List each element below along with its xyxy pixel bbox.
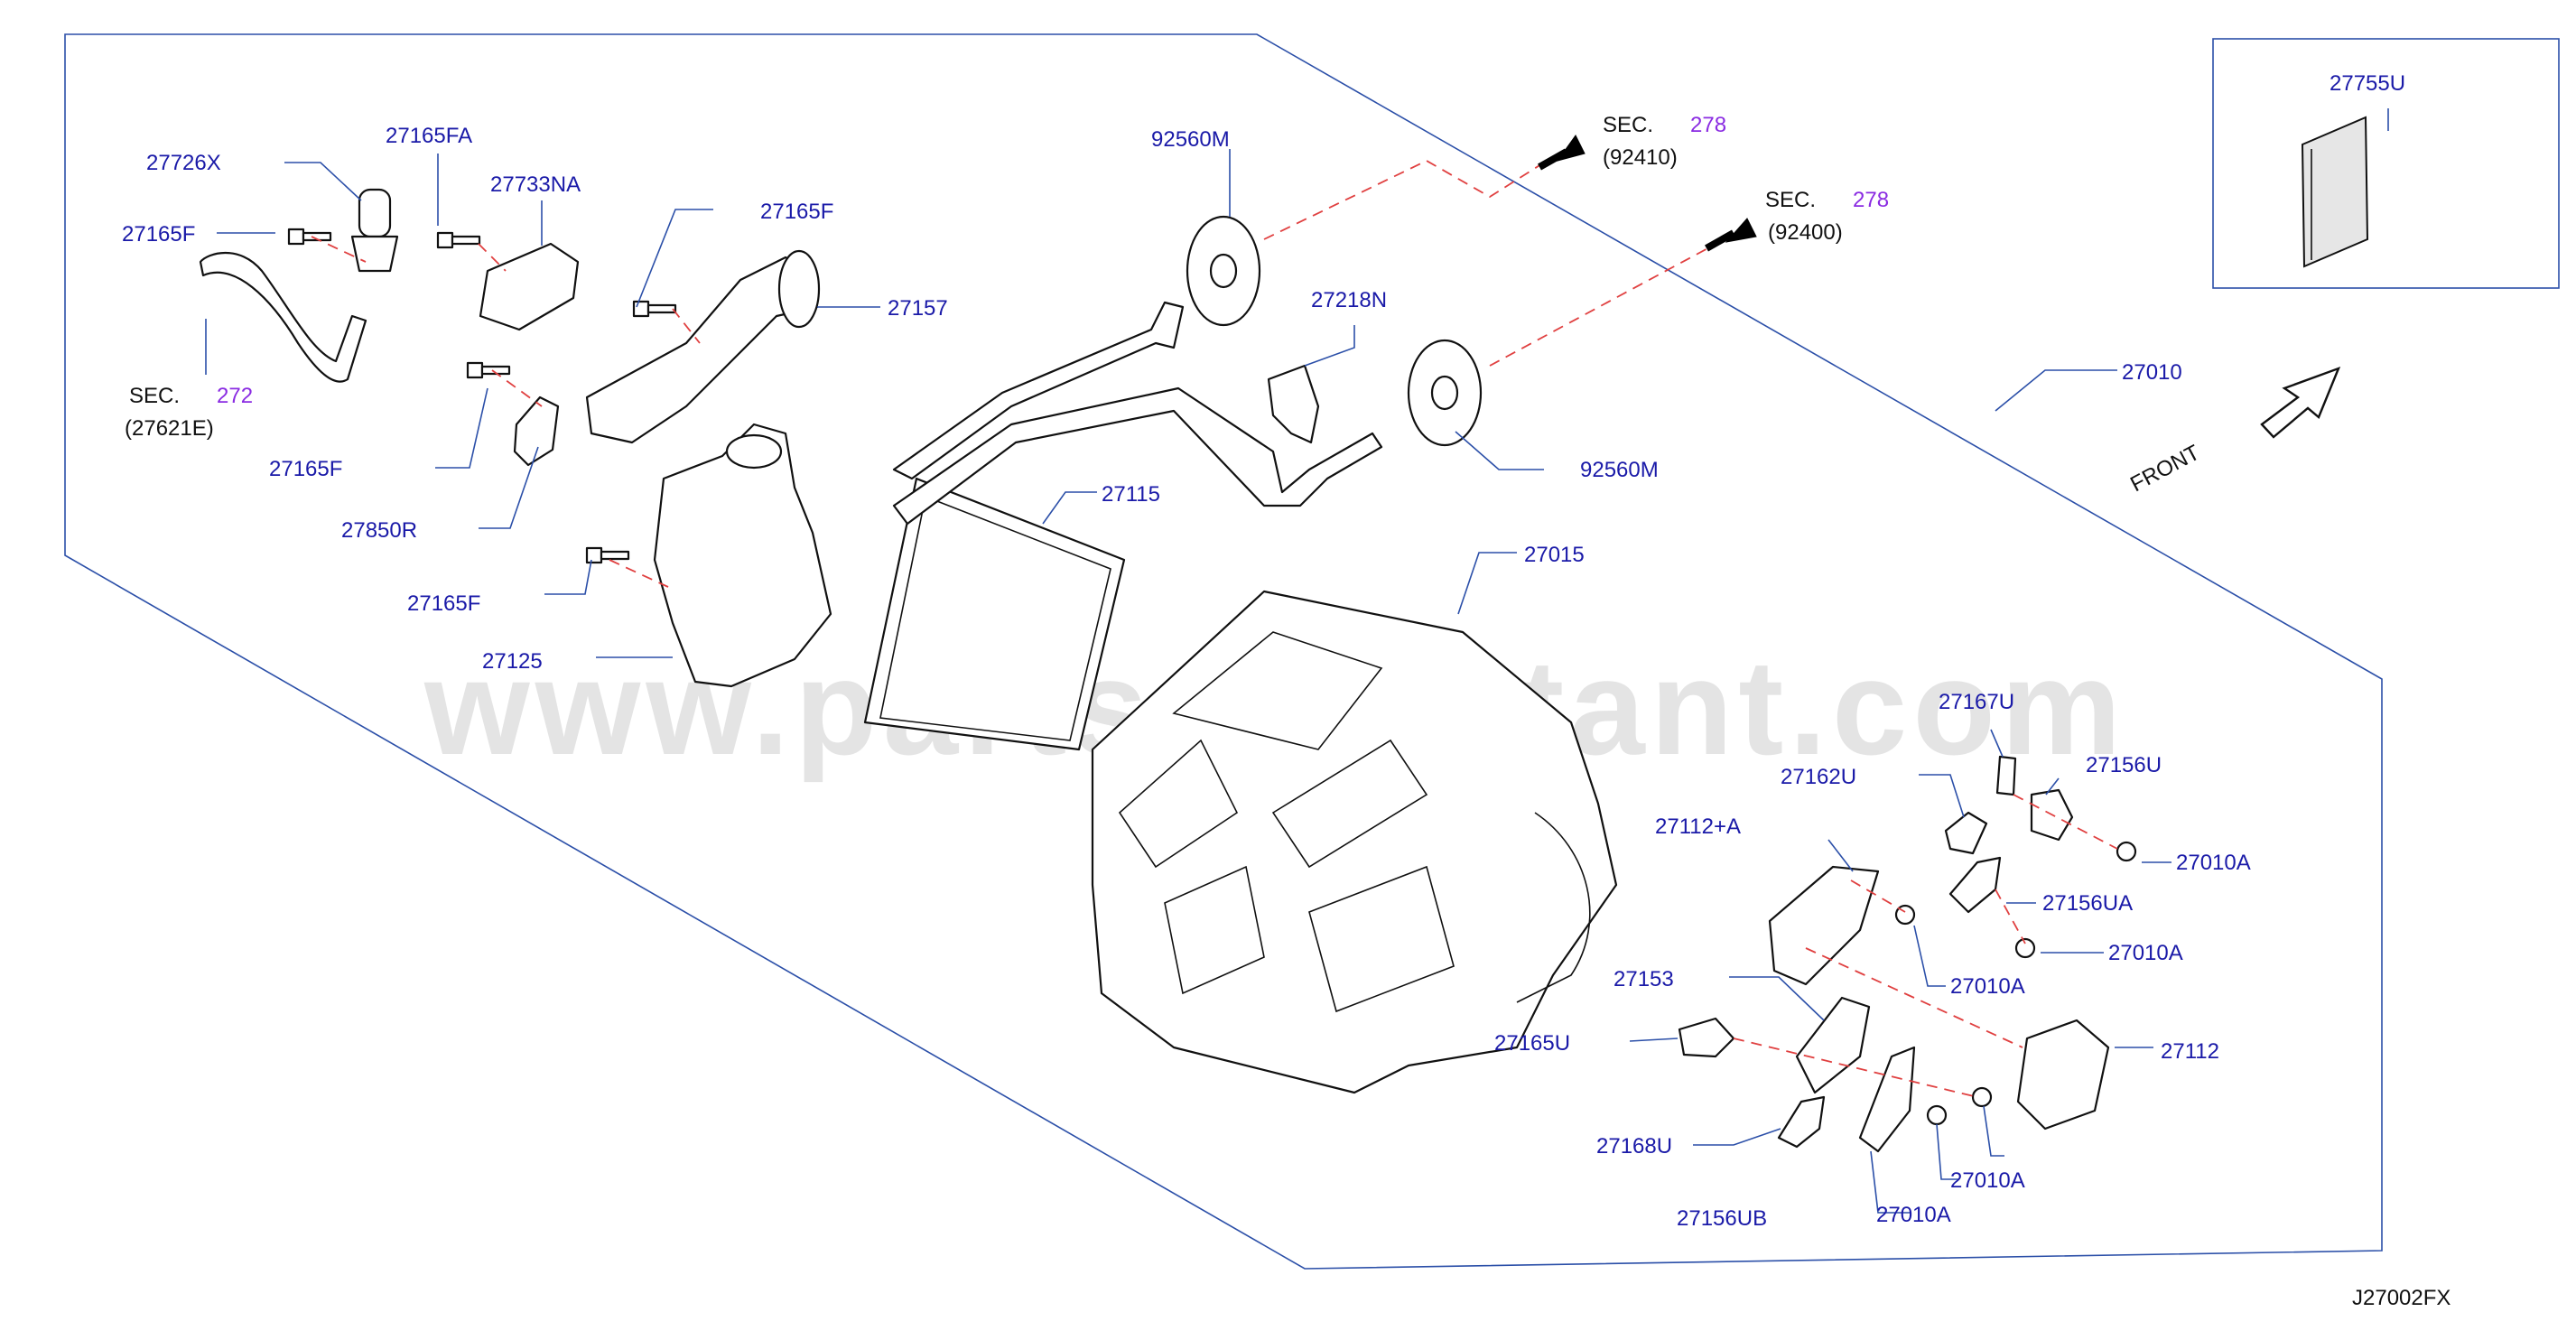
filter-element-27755U <box>2301 116 2369 268</box>
fitting-27726X <box>350 188 399 273</box>
callout-27218N[interactable]: 27218N <box>1311 288 1387 312</box>
duct-flange <box>777 249 821 329</box>
sec-278-b-link[interactable]: 278 <box>1853 188 1889 212</box>
callout-92560M-2[interactable]: 92560M <box>1580 458 1659 482</box>
clamp-27850R <box>513 395 560 467</box>
callout-92560M-1[interactable]: 92560M <box>1151 127 1230 152</box>
callout-27015[interactable]: 27015 <box>1524 543 1585 567</box>
callout-27167U[interactable]: 27167U <box>1939 690 2014 714</box>
callout-27733NA[interactable]: 27733NA <box>490 172 581 197</box>
heater-core-27115 <box>863 301 1383 751</box>
actuator-27112 <box>2016 1019 2110 1131</box>
link-27165U <box>1678 1017 1735 1058</box>
callout-27168U[interactable]: 27168U <box>1596 1134 1672 1159</box>
front-arrow-icon <box>2260 366 2341 439</box>
lever-27156UB <box>1858 1046 1916 1153</box>
lever-27168U <box>1777 1095 1826 1149</box>
lever-27162U <box>1944 811 1988 855</box>
alignment-lines <box>311 159 2118 1098</box>
diagram-code: J27002FX <box>2352 1286 2450 1310</box>
callout-27157[interactable]: 27157 <box>888 296 948 321</box>
inset-frame <box>2212 38 2560 289</box>
callout-27156UA[interactable]: 27156UA <box>2042 891 2133 916</box>
callout-27165U[interactable]: 27165U <box>1494 1031 1570 1056</box>
leader-lines <box>205 108 2389 1214</box>
callout-27156UB[interactable]: 27156UB <box>1677 1206 1767 1231</box>
callout-27850R[interactable]: 27850R <box>341 518 417 543</box>
bracket-27733NA <box>479 242 580 331</box>
callout-27125[interactable]: 27125 <box>482 649 543 674</box>
heater-unit-27015 <box>1091 590 1618 1094</box>
callout-27010A-4[interactable]: 27010A <box>1950 1168 2025 1193</box>
sec-278-b-prefix: SEC. <box>1765 188 1816 212</box>
front-label: FRONT <box>2126 440 2204 497</box>
clip-27218N <box>1267 364 1320 444</box>
sec-arrow-icons <box>1538 135 1757 252</box>
sec-278-b-ref: (92400) <box>1768 220 1843 245</box>
callout-27165F-1[interactable]: 27165F <box>122 222 195 247</box>
sec-272-prefix: SEC. <box>129 384 180 408</box>
sec-272-ref: (27621E) <box>125 416 214 441</box>
duct-housing-27125 <box>653 423 832 688</box>
sec-278-a-prefix: SEC. <box>1603 113 1653 137</box>
callout-27165FA[interactable]: 27165FA <box>386 124 472 148</box>
screw-icons <box>1894 841 2137 1126</box>
callout-27010A-2[interactable]: 27010A <box>2108 941 2183 965</box>
callout-27010[interactable]: 27010 <box>2122 360 2182 385</box>
callout-27165F-3[interactable]: 27165F <box>269 457 342 481</box>
bracket-27112-A <box>1768 865 1880 986</box>
assembly-frame <box>64 33 2383 1270</box>
sec-278-a-ref: (92410) <box>1603 145 1678 170</box>
callout-27010A-5[interactable]: 27010A <box>1876 1203 1951 1227</box>
callout-27726X[interactable]: 27726X <box>146 151 221 175</box>
callout-27010A-1[interactable]: 27010A <box>2176 851 2251 875</box>
grommet-92560M-bottom <box>1407 339 1483 447</box>
link-27167U <box>1995 755 2017 796</box>
callout-27162U[interactable]: 27162U <box>1781 765 1856 789</box>
grommet-92560M-top <box>1186 215 1261 327</box>
callout-27112[interactable]: 27112 <box>2161 1039 2219 1064</box>
callout-27010A-3[interactable]: 27010A <box>1950 974 2025 999</box>
callout-27165F-2[interactable]: 27165F <box>760 200 833 224</box>
sec-272-link[interactable]: 272 <box>217 384 253 408</box>
callout-27755U[interactable]: 27755U <box>2330 71 2405 96</box>
hose-sec-272 <box>199 251 367 383</box>
callout-27165F-4[interactable]: 27165F <box>407 591 480 616</box>
bracket-27153 <box>1795 996 1871 1094</box>
lever-27156UA <box>1948 856 2002 914</box>
callout-27115[interactable]: 27115 <box>1102 482 1160 507</box>
sec-278-a-link[interactable]: 278 <box>1690 113 1726 137</box>
callout-27156U[interactable]: 27156U <box>2086 753 2162 777</box>
callout-27153[interactable]: 27153 <box>1613 967 1674 991</box>
callout-27112-A[interactable]: 27112+A <box>1655 814 1741 839</box>
